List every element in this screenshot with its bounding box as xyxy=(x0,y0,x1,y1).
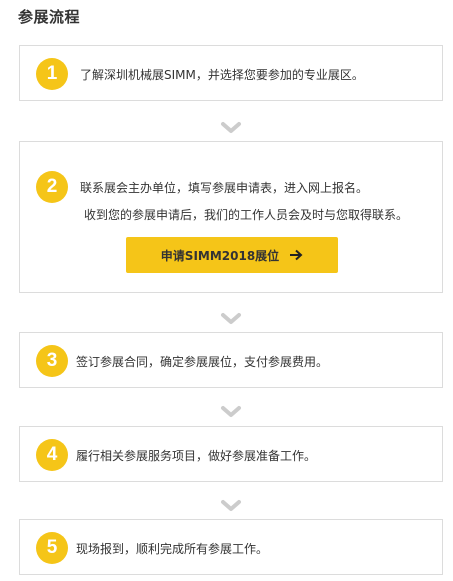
step-text-4: 履行相关参展服务项目，做好参展准备工作。 xyxy=(76,449,317,463)
arrow-right-icon xyxy=(290,249,303,261)
step-subtext-2: 收到您的参展申请后，我们的工作人员会及时与您取得联系。 xyxy=(84,208,409,222)
page-title: 参展流程 xyxy=(18,8,81,26)
step-card-3: 3 签订参展合同，确定参展展位，支付参展费用。 xyxy=(19,332,443,388)
step-text-3: 签订参展合同，确定参展展位，支付参展费用。 xyxy=(76,355,329,369)
chevron-down-icon xyxy=(221,122,241,133)
step-card-4: 4 履行相关参展服务项目，做好参展准备工作。 xyxy=(19,426,443,482)
chevron-down-icon xyxy=(221,500,241,511)
step-card-5: 5 现场报到，顺利完成所有参展工作。 xyxy=(19,519,443,575)
chevron-down-icon xyxy=(221,313,241,324)
apply-booth-button-label: 申请SIMM2018展位 xyxy=(160,248,280,263)
step-number-badge-4: 4 xyxy=(36,439,68,471)
step-card-2: 2 联系展会主办单位，填写参展申请表，进入网上报名。 收到您的参展申请后，我们的… xyxy=(19,141,443,293)
step-number-badge-5: 5 xyxy=(36,532,68,564)
step-number-badge-3: 3 xyxy=(36,345,68,377)
chevron-down-icon xyxy=(221,406,241,417)
step-text-2: 联系展会主办单位，填写参展申请表，进入网上报名。 xyxy=(80,181,369,195)
step-card-1: 1 了解深圳机械展SIMM，并选择您要参加的专业展区。 xyxy=(19,45,443,101)
step-number-badge-1: 1 xyxy=(36,58,68,90)
step-text-1: 了解深圳机械展SIMM，并选择您要参加的专业展区。 xyxy=(80,68,364,82)
apply-booth-button[interactable]: 申请SIMM2018展位 xyxy=(126,237,338,273)
step-text-5: 现场报到，顺利完成所有参展工作。 xyxy=(76,542,269,556)
step-number-badge-2: 2 xyxy=(36,171,68,203)
